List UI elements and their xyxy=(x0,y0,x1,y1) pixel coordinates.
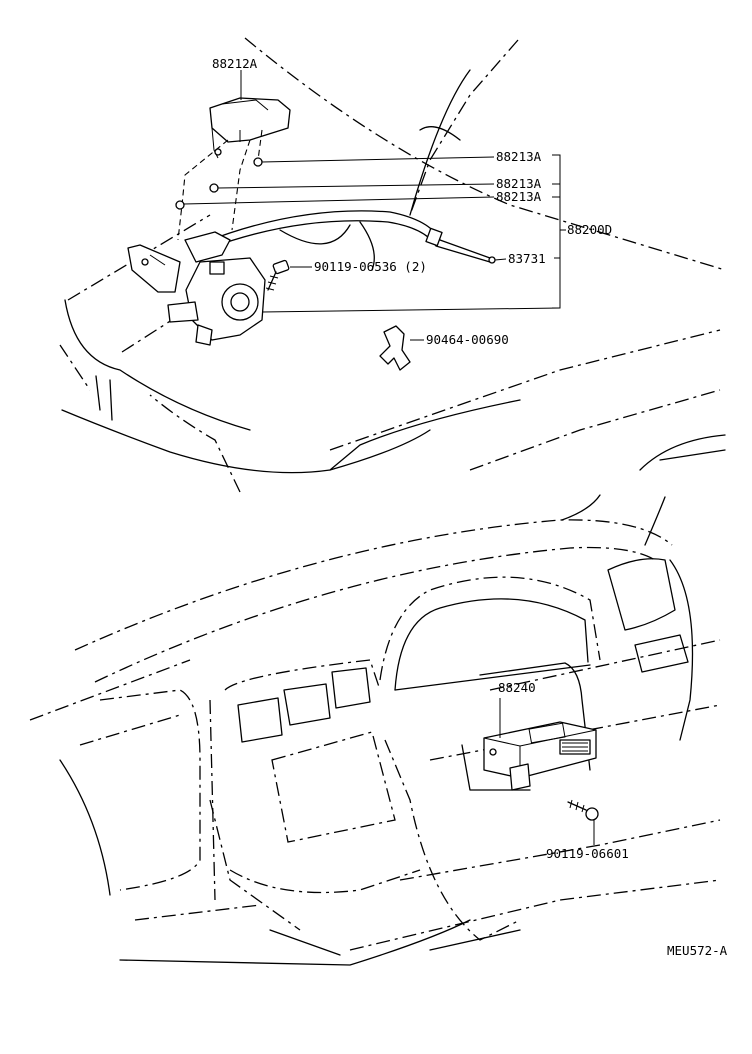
label-88213a-2: 88213A xyxy=(496,176,542,191)
bolt-90119-06536 xyxy=(265,259,312,291)
label-90119-06601: 90119-06601 xyxy=(546,846,629,861)
label-88200d: 88200D xyxy=(567,222,612,237)
actuator-assembly xyxy=(127,231,561,346)
actuator-cover-88212a xyxy=(209,70,291,159)
bolt-90119-06601 xyxy=(567,799,599,845)
label-88212a: 88212A xyxy=(212,56,258,71)
clips-88213a xyxy=(175,156,495,210)
engine-bay-outline xyxy=(59,37,726,493)
reference-code: MEU572-A xyxy=(667,943,728,958)
control-cable-83731 xyxy=(204,210,507,264)
clamp-90464-00690 xyxy=(379,325,424,371)
ecu-module-88240 xyxy=(483,698,597,791)
dashboard-outline xyxy=(29,494,721,966)
label-88213a-3: 88213A xyxy=(496,189,542,204)
label-90119-06536: 90119-06536 (2) xyxy=(314,259,427,274)
assembly-bracket-88200d xyxy=(552,154,566,309)
label-90464-00690: 90464-00690 xyxy=(426,332,509,347)
label-83731: 83731 xyxy=(508,251,546,266)
label-88213a-1: 88213A xyxy=(496,149,542,164)
mounting-guide-lines xyxy=(177,129,263,241)
label-88240: 88240 xyxy=(498,680,536,695)
